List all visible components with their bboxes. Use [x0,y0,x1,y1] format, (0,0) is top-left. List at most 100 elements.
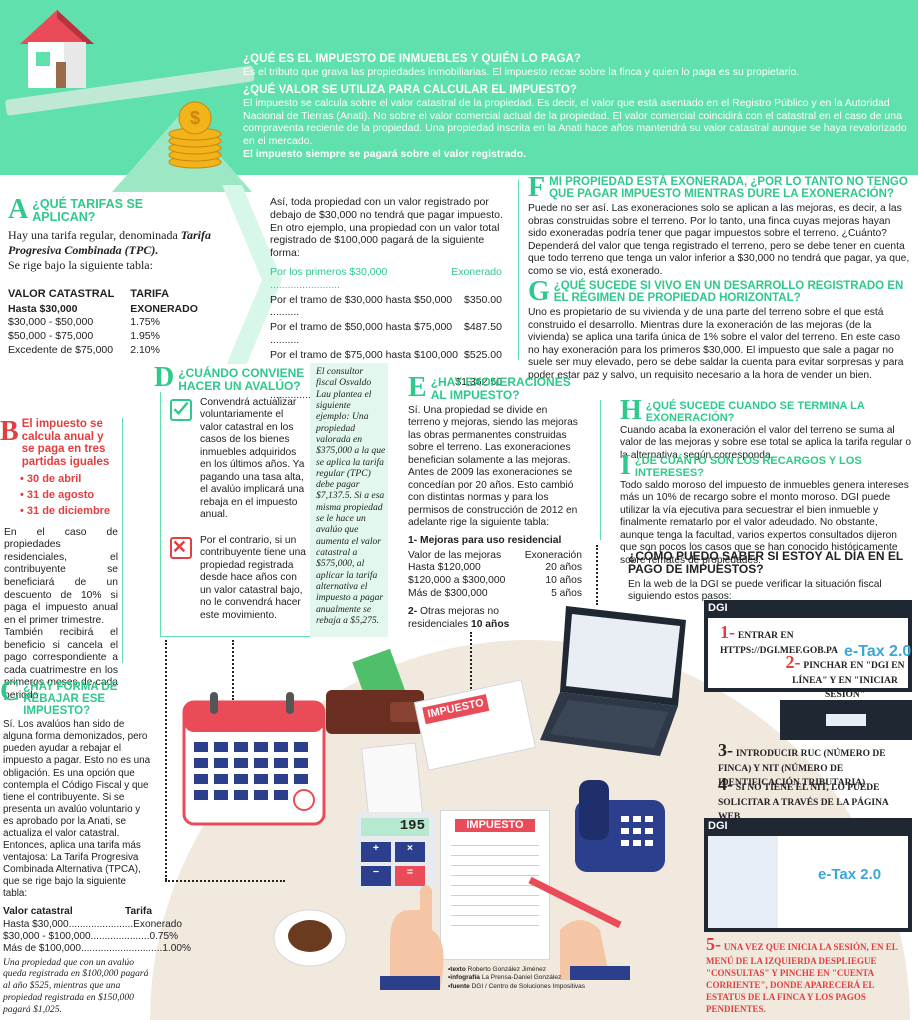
step-5: 5- UNA VEZ QUE INICIA LA SESIÓN, EN EL M… [706,934,912,1015]
connector [596,545,598,605]
step-3-text: INTRODUCIR RUC (NÚMERO DE FINCA) Y NIT (… [718,749,886,788]
tpca-row-value: 0.75% [149,931,179,943]
tpc-row-value: 1.95% [130,330,160,343]
equals-key: = [395,866,425,886]
section-i-title: ¿DE CUÁNTO SON LOS RECARGOS Y LOS INTERE… [634,455,862,479]
section-a: A ¿QUÉ TARIFAS SE APLICAN? Hay una tarif… [8,196,238,358]
dgi-page: e-Tax 2.0 [708,836,908,928]
wallet-icon [326,648,424,734]
section-a-intro-em: Tarifa Progresiva Combinada (TPC). [8,228,212,257]
section-a-letter: A [8,194,29,225]
coins-icon: $ [168,101,222,169]
section-b-letter: B [0,416,19,447]
section-d-side-text: El consultor fiscal Osvaldo Lau plantea … [316,366,386,626]
payment-dates: • 30 de abril • 31 de agosto • 31 de dic… [20,473,118,519]
section-d-letter: D [154,362,175,393]
section-d-no-text: Por el contrario, si un contribuyente ti… [200,535,306,621]
step-5-number: 5- [706,934,721,954]
header-question-2: ¿QUÉ VALOR SE UTILIZA PARA CALCULAR EL I… [243,83,578,96]
hand-icon [380,885,444,990]
step-4: 4- SI NO TIENE EL NIT, LO PUEDE SOLICITA… [718,774,912,823]
step-4-text: SI NO TIENE EL NIT, LO PUEDE SOLICITAR A… [718,783,889,822]
exoneration-row-label: $120,000 a $300,000 [408,575,506,587]
credit-key: •fuente [448,982,470,990]
tpc-header-value: VALOR CATASTRAL [8,288,115,301]
credit-value: DGI / Centro de Soluciones Impositivas [471,982,586,990]
calendar-icon [182,692,326,826]
section-h-letter: H [620,395,642,426]
section-g-title: ¿QUÉ SUCEDE SI VIVO EN UN DESARROLLO REG… [553,280,904,305]
section-e-sub-2: 2- Otras mejoras no residenciales 10 año… [408,606,518,631]
payment-date: • 30 de abril [20,472,82,485]
section-g-text: Uno es propietario de su vivienda y de u… [528,307,904,381]
step-2-text: PINCHAR EN "DGI EN LÍNEA" Y EN "INICIAR … [792,661,905,700]
etax-logo: e-Tax 2.0 [818,866,882,883]
section-d-title: ¿CUÁNDO CONVIENE HACER UN AVALÚO? [178,366,305,393]
section-h-title: ¿QUÉ SUCEDE CUANDO SE TERMINA LA EXONERA… [645,400,865,424]
section-b-title: El impuesto se calcula anual y se paga e… [21,418,110,468]
divider [122,418,123,663]
dgi-page [708,618,908,688]
exoneration-row-label: Hasta $120,000 [408,562,481,574]
payment-date: • 31 de diciembre [20,505,111,518]
tpc-row-label: Excedente de $75,000 [8,343,114,356]
tpca-header: Valor catastral [3,906,73,918]
connector [470,632,472,692]
section-b-text-2: También recibirá el beneficio si cancela… [4,627,118,701]
dgi-logo: DGI [708,820,728,832]
etax-logo: e-Tax 2.0 [844,643,912,660]
example-row-value: $525.00 [464,348,502,361]
step-4-number: 4- [718,774,733,794]
example-row-label: Por el tramo de $50,000 hasta $75,000 ..… [270,321,453,346]
connector [165,880,285,882]
section-e-sub-1: 1- Mejoras para uso residencial [408,535,562,547]
section-e-letter: E [408,372,427,403]
section-d-yes-text: Convendrá actualizar voluntariamente el … [200,397,305,520]
exoneration-header: Exoneración [524,549,582,561]
section-f-title: MI PROPIEDAD ESTÁ EXONERADA, ¿POR LO TAN… [549,176,908,201]
plus-key: + [361,842,391,862]
dgi-logo: DGI [708,602,728,614]
example-row-value: Exonerado [451,266,502,278]
tpc-row-value: 1.75% [130,316,160,329]
calculator-display: 195 [361,818,429,836]
section-i-text: Todo saldo moroso del impuesto de inmueb… [620,480,909,566]
section-h-text: Cuando acaba la exoneración el valor del… [620,425,912,461]
header-answer-2: El impuesto se calcula sobre el valor ca… [243,96,907,148]
coffee-cup-icon [273,909,347,967]
house-icon [20,10,94,88]
calculator: 195 + × − = [355,812,435,890]
credit-key: •infografía [448,974,480,982]
arrow-icon [222,185,282,375]
tpca-row-value: 1.00% [162,943,191,955]
step-3-number: 3- [718,740,733,760]
tpca-row-label: $30,000 - $100,000..................... [3,931,150,943]
credits: •texto Roberto González Jiménez •infogra… [448,966,618,991]
tpc-header-exonerado: EXONERADO [130,302,198,315]
connector [232,640,234,700]
envelope-label: IMPUESTO [422,694,490,725]
section-a-intro-2: Se rige bajo la siguiente tabla: [8,257,153,272]
laptop-icon [540,606,686,756]
section-b: B El impuesto se calcula anual y se paga… [0,418,118,702]
step-2: 2- PINCHAR EN "DGI EN LÍNEA" Y EN "INICI… [780,652,910,701]
section-e-sub-2-num: 2- [408,606,418,618]
connector [165,640,167,880]
login-field [826,714,866,726]
exoneration-row-value: 5 años [551,587,582,599]
section-a-intro: Hay una tarifa regular, denominada [8,228,178,243]
section-g: G ¿QUÉ SUCEDE SI VIVO EN UN DESARROLLO R… [528,278,912,382]
tpca-row-label: Más de $100,000.........................… [3,943,163,955]
exoneration-row-label: Más de $300,000 [408,587,488,599]
section-d-header: D ¿CUÁNDO CONVIENE HACER UN AVALÚO? [150,362,310,393]
section-e: E ¿HAY EXONERACIONES AL IMPUESTO? Sí. Un… [408,374,582,631]
tpc-row-value: 2.10% [130,343,160,356]
example-row-value: $350.00 [464,293,502,306]
section-f: F MI PROPIEDAD ESTÁ EXONERADA, ¿POR LO T… [528,174,912,278]
section-c-text: Sí. Los avalúos han sido de alguna forma… [3,719,151,900]
tpc-row-label: Hasta $30,000 [8,302,78,315]
section-b-text-1: En el caso de propiedades residenciales,… [4,526,118,626]
telephone-icon [575,780,665,872]
hand-pen-icon [528,876,630,980]
